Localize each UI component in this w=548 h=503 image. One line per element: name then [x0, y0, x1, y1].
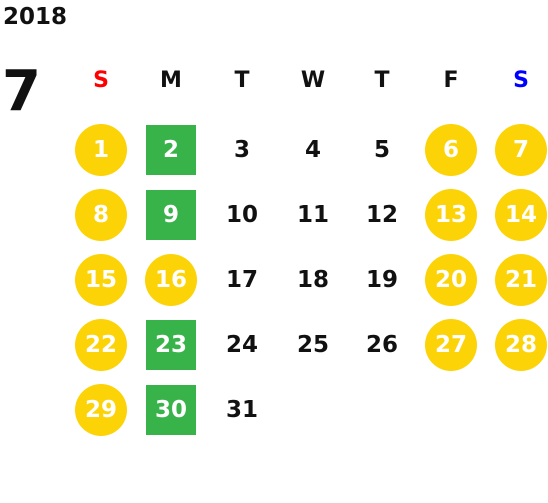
month-label: 7 [2, 59, 41, 124]
day-cell-24[interactable]: 24 [225, 332, 258, 358]
day-cell-12[interactable]: 12 [365, 202, 398, 228]
day-cell-11[interactable]: 11 [296, 202, 329, 228]
day-cell-5[interactable]: 5 [373, 137, 390, 163]
day-cell-26[interactable]: 26 [365, 332, 398, 358]
weekday-header-fri: F [443, 68, 459, 93]
day-cell-18[interactable]: 18 [296, 267, 329, 293]
day-cell-9[interactable]: 9 [146, 190, 196, 240]
day-cell-19[interactable]: 19 [365, 267, 398, 293]
day-cell-28[interactable]: 28 [495, 319, 547, 371]
day-cell-1[interactable]: 1 [75, 124, 127, 176]
day-cell-27[interactable]: 27 [425, 319, 477, 371]
day-cell-22[interactable]: 22 [75, 319, 127, 371]
weekday-header-mon: M [160, 68, 182, 93]
day-cell-3[interactable]: 3 [233, 137, 250, 163]
day-cell-31[interactable]: 31 [225, 397, 258, 423]
day-cell-14[interactable]: 14 [495, 189, 547, 241]
day-cell-2[interactable]: 2 [146, 125, 196, 175]
day-cell-23[interactable]: 23 [146, 320, 196, 370]
day-cell-8[interactable]: 8 [75, 189, 127, 241]
day-cell-30[interactable]: 30 [146, 385, 196, 435]
day-cell-25[interactable]: 25 [296, 332, 329, 358]
day-cell-4[interactable]: 4 [304, 137, 321, 163]
weekday-header-sun: S [93, 68, 109, 93]
weekday-header-sat: S [513, 68, 529, 93]
day-cell-20[interactable]: 20 [425, 254, 477, 306]
day-cell-16[interactable]: 16 [145, 254, 197, 306]
year-label: 2018 [3, 4, 68, 30]
day-cell-13[interactable]: 13 [425, 189, 477, 241]
day-cell-10[interactable]: 10 [225, 202, 258, 228]
day-cell-7[interactable]: 7 [495, 124, 547, 176]
day-cell-29[interactable]: 29 [75, 384, 127, 436]
weekday-header-wed: W [300, 68, 326, 93]
day-cell-17[interactable]: 17 [225, 267, 258, 293]
day-cell-6[interactable]: 6 [425, 124, 477, 176]
weekday-header-thu: T [374, 68, 390, 93]
day-cell-15[interactable]: 15 [75, 254, 127, 306]
weekday-header-tue: T [234, 68, 250, 93]
day-cell-21[interactable]: 21 [495, 254, 547, 306]
